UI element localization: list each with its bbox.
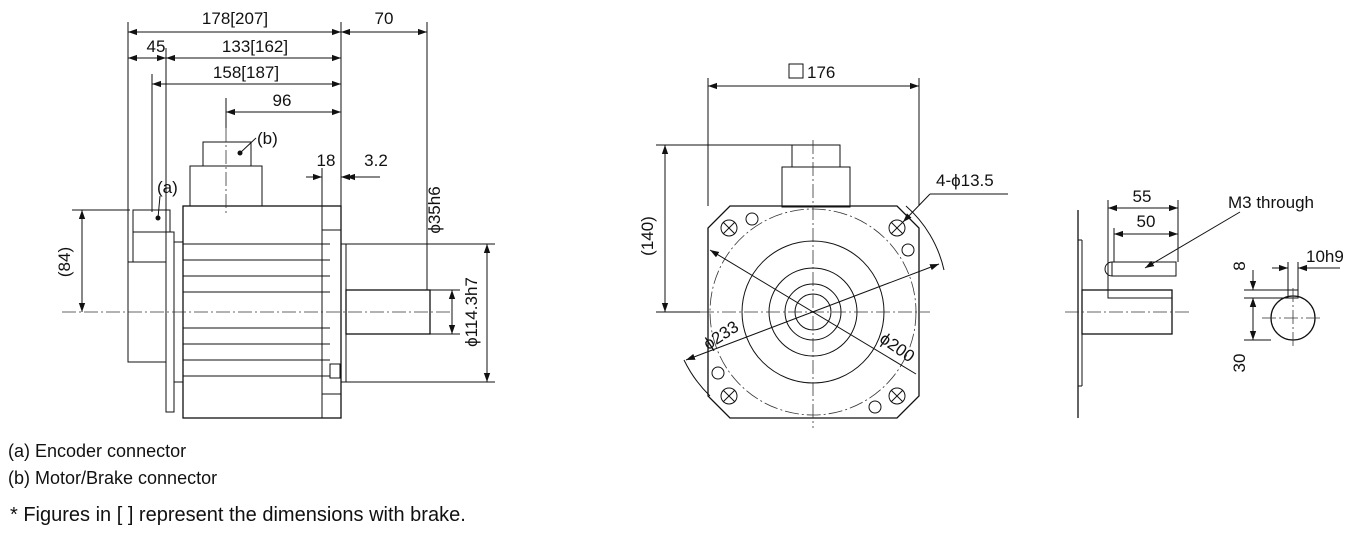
dim-178: 178[207] xyxy=(202,9,268,28)
dim-84: (84) xyxy=(55,247,74,277)
dim-158: 158[187] xyxy=(213,63,279,82)
mounting-holes xyxy=(711,212,915,414)
dim-114-3h7: ϕ114.3h7 xyxy=(462,277,481,347)
note-encoder-connector: (a) Encoder connector xyxy=(8,441,187,461)
front-view: 176 (140) 4-ϕ13.5 ϕ233 ϕ200 xyxy=(638,63,1008,428)
dim-176: 176 xyxy=(807,63,835,82)
dim-50: 50 xyxy=(1137,212,1156,231)
side-view: 178[207] 70 45 133[162] 158[187] 96 18 3… xyxy=(55,9,495,419)
dim-35h6: ϕ35h6 xyxy=(425,186,444,233)
dim-hole: 4-ϕ13.5 xyxy=(936,171,994,190)
label-b: (b) xyxy=(257,129,278,148)
note-brake-dimensions: * Figures in [ ] represent the dimension… xyxy=(10,504,466,526)
dim-3-2: 3.2 xyxy=(364,151,388,170)
note-motor-brake-connector: (b) Motor/Brake connector xyxy=(8,468,218,488)
cooling-fins xyxy=(183,243,330,377)
dim-200: ϕ200 xyxy=(876,329,918,366)
dim-18: 18 xyxy=(317,151,336,170)
dim-133: 133[162] xyxy=(222,37,288,56)
dim-45: 45 xyxy=(147,37,166,56)
dim-233: ϕ233 xyxy=(700,317,742,354)
dim-140: (140) xyxy=(638,216,657,256)
dim-70: 70 xyxy=(375,9,394,28)
m3-through-label: M3 through xyxy=(1228,193,1314,212)
dim-96: 96 xyxy=(273,91,292,110)
shaft-detail: 55 50 M3 through 8 10h9 30 xyxy=(1065,187,1344,418)
dim-8: 8 xyxy=(1230,261,1249,270)
dim-55: 55 xyxy=(1133,187,1152,206)
dim-30: 30 xyxy=(1230,354,1249,373)
label-a: (a) xyxy=(157,178,178,197)
square-symbol xyxy=(788,63,804,79)
dim-10h9: 10h9 xyxy=(1306,247,1344,266)
